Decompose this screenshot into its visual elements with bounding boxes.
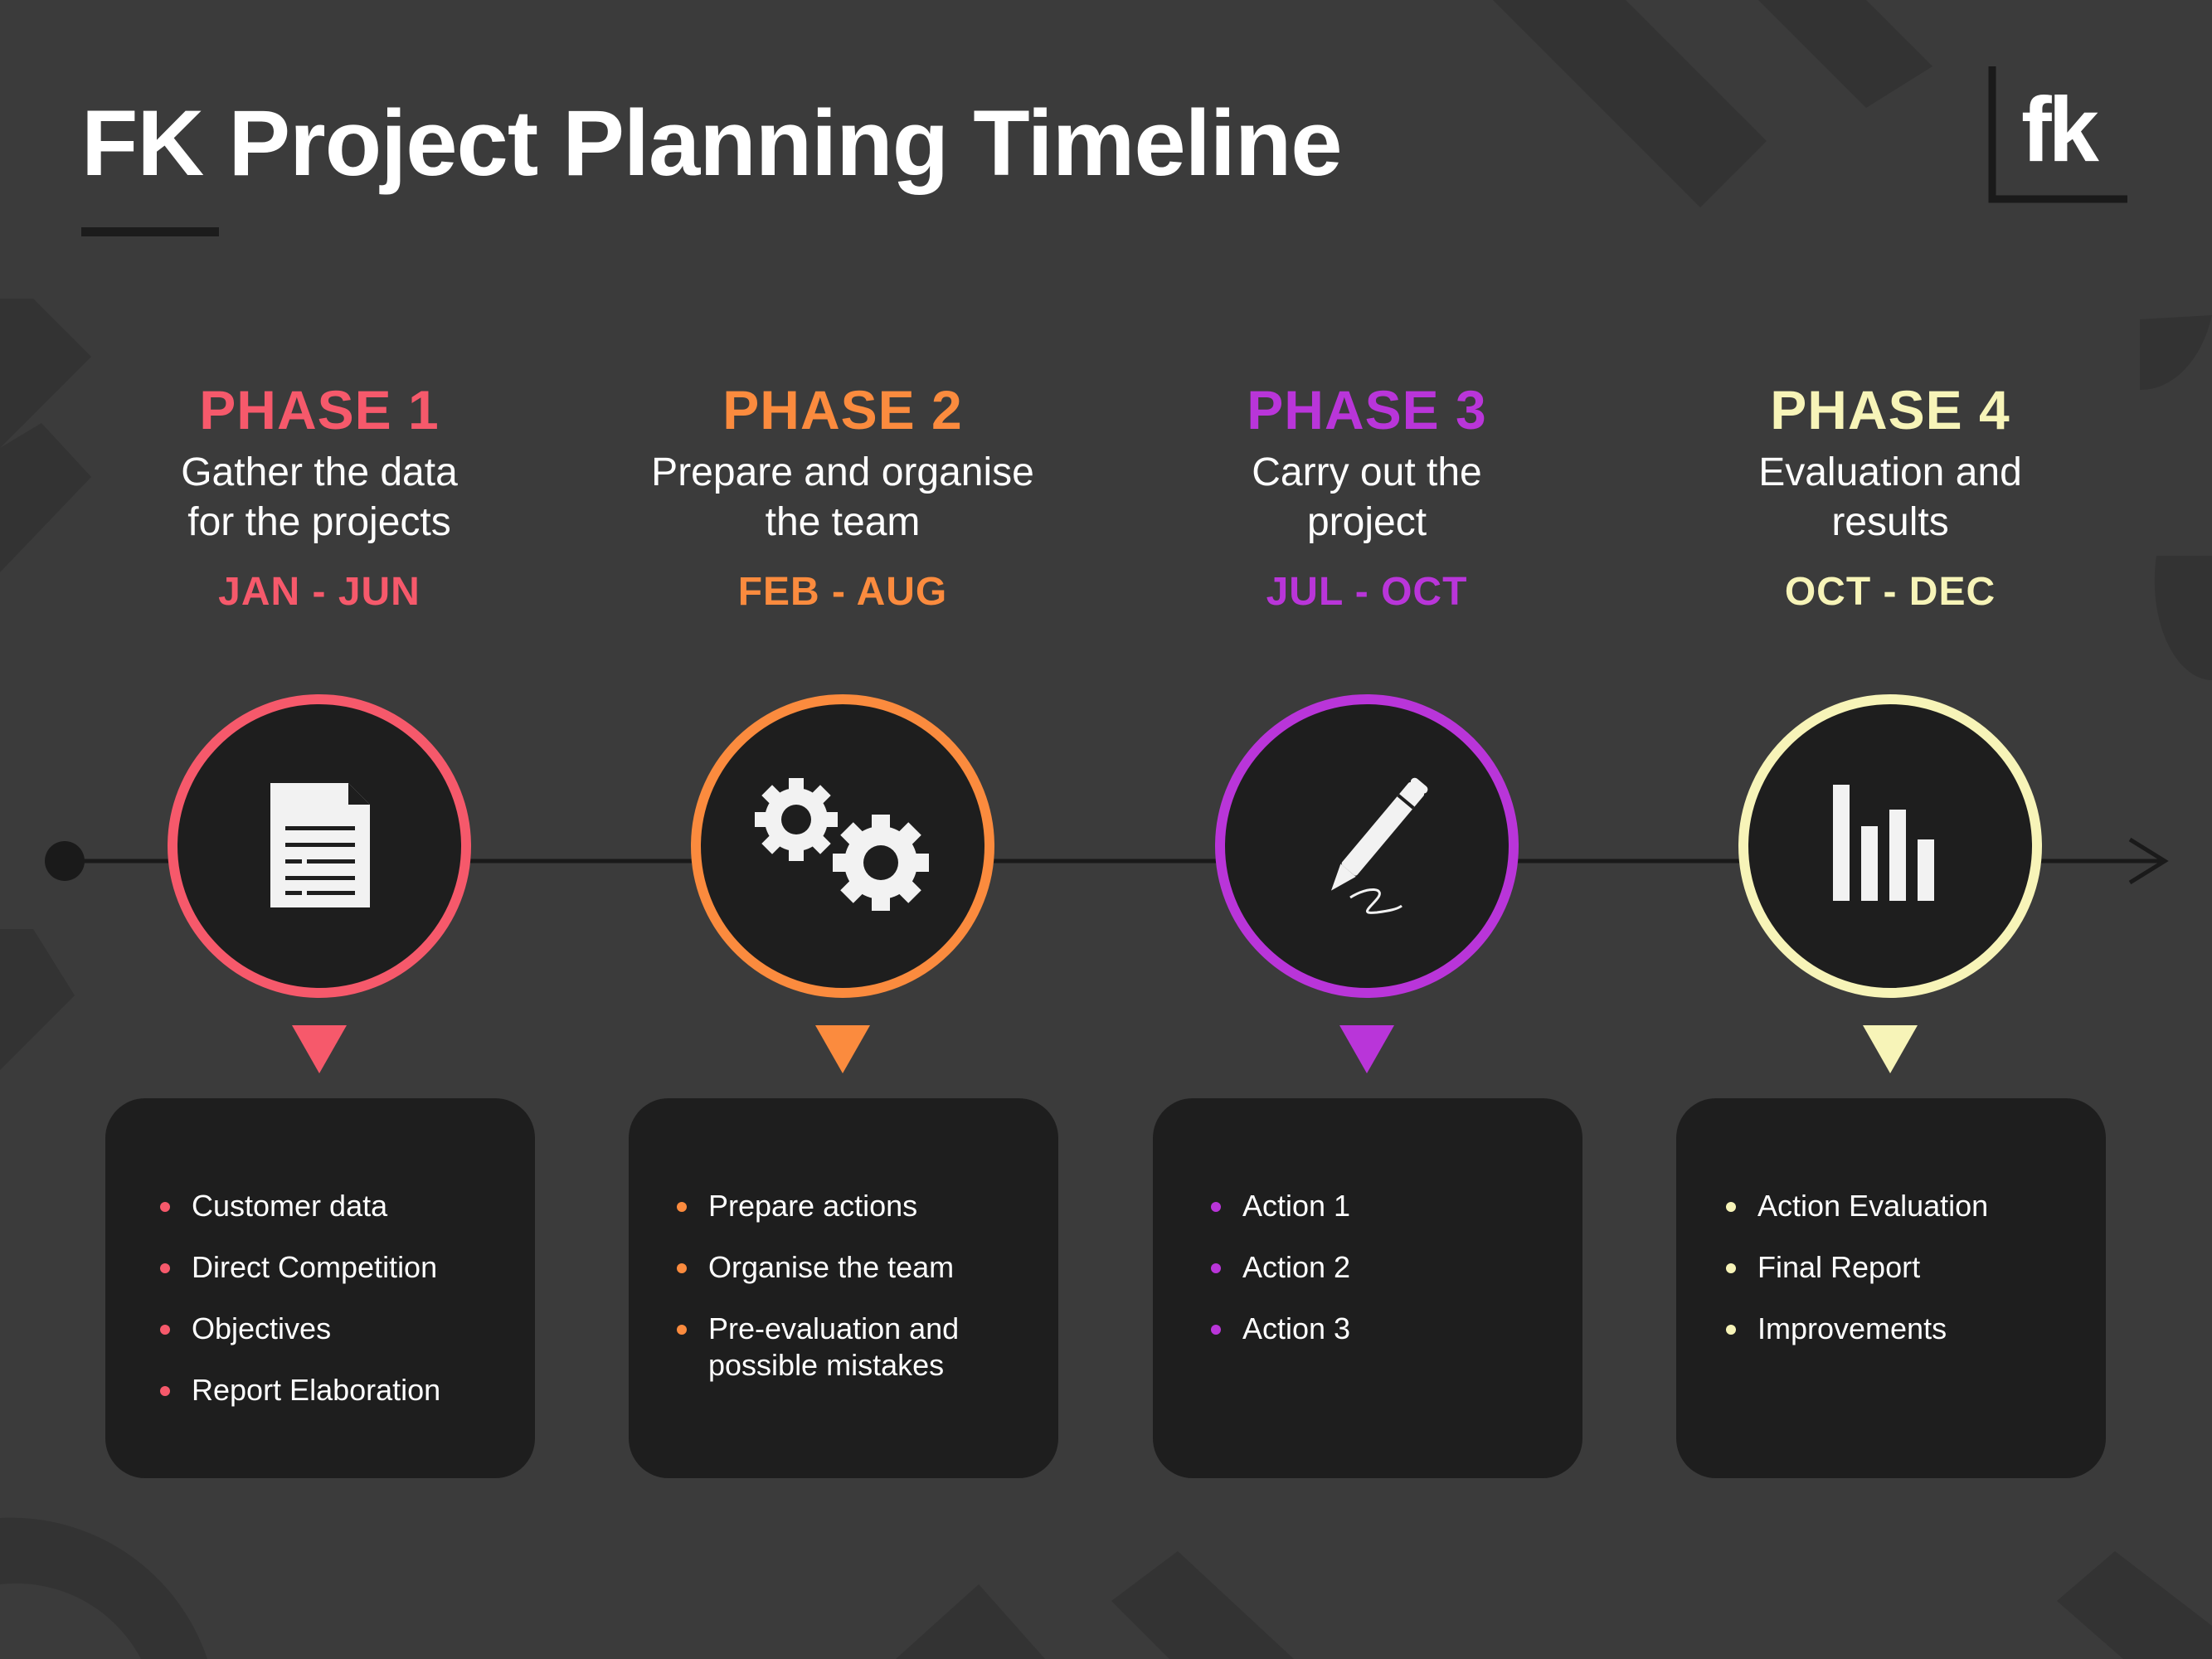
list-item-text: Pre-evaluation and possible mistakes [708,1311,960,1382]
timeline-arrow-head [2128,837,2169,885]
phase-2-description: Prepare and organise the team [594,448,1091,547]
list-item-text: Improvements [1757,1311,1947,1345]
phase-3-card: Action 1 Action 2 Action 3 [1153,1098,1582,1478]
bullet-dot [1726,1325,1736,1335]
phase-4-description: Evaluation and results [1641,448,2139,547]
phase-4-title: PHASE 4 [1770,379,2010,440]
phase-1-pointer [292,1025,347,1073]
phase-1-list: Customer data Direct Competition Objecti… [160,1188,502,1408]
bullet-dot [677,1263,687,1273]
logo-text: fk [2021,79,2099,181]
pen-signature-icon [1331,777,1428,914]
bullet-dot [160,1202,170,1212]
phase-1-description-line-2: for the projects [187,500,451,545]
list-item-text: Prepare actions [708,1189,918,1223]
list-item: Pre-evaluation and possible mistakes [677,1311,1007,1384]
bullet-dot [1211,1202,1221,1212]
phase-3-title: PHASE 3 [1247,379,1487,440]
list-item-text: Final Report [1757,1250,1921,1284]
bullet-dot [160,1263,170,1273]
list-item-text: Action 3 [1242,1311,1351,1345]
bullet-dot [160,1386,170,1396]
phase-2-header: PHASE 2 Prepare and organise the team FE… [594,377,1091,615]
phase-4-card: Action Evaluation Final Report Improveme… [1676,1098,2106,1478]
list-item: Action 1 [1211,1188,1549,1224]
phase-2-list: Prepare actions Organise the team Pre-ev… [677,1188,1025,1384]
list-item: Report Elaboration [160,1372,502,1408]
phase-3-description-line-2: project [1306,500,1427,545]
phase-2-description-line-1: Prepare and organise [651,450,1034,495]
phase-2-card: Prepare actions Organise the team Pre-ev… [629,1098,1058,1478]
list-item: Customer data [160,1188,502,1224]
phase-2-description-line-2: the team [765,500,921,545]
phase-1-date: JAN - JUN [218,570,421,615]
bullet-dot [160,1325,170,1335]
bullet-dot [1211,1325,1221,1335]
title-underline [81,227,219,236]
list-item: Direct Competition [160,1249,502,1286]
list-item-text: Report Elaboration [192,1373,441,1407]
phase-1-card: Customer data Direct Competition Objecti… [105,1098,535,1478]
phase-2-date: FEB - AUG [737,570,948,615]
phase-1-title: PHASE 1 [199,379,440,440]
list-item-text: Organise the team [708,1250,955,1284]
phase-4-pointer [1863,1025,1918,1073]
list-item-text: Direct Competition [192,1250,438,1284]
phase-1-description-line-1: Gather the data [181,450,458,495]
document-icon [270,783,370,907]
phase-4-date: OCT - DEC [1784,570,1996,615]
phase-4-description-line-1: Evaluation and [1758,450,2022,495]
list-item: Action Evaluation [1726,1188,2073,1224]
bullet-dot [677,1202,687,1212]
bullet-dot [1726,1263,1736,1273]
phase-3-pointer [1339,1025,1394,1073]
timeline-start-dot [45,841,85,881]
gears-icon [755,778,929,911]
list-item-text: Action Evaluation [1757,1189,1989,1223]
list-item: Organise the team [677,1249,1025,1286]
phase-2-title: PHASE 2 [722,379,963,440]
list-item-text: Action 1 [1242,1189,1351,1223]
list-item-text: Objectives [192,1311,332,1345]
bar-chart-icon [1833,785,1934,901]
phase-3-description-line-1: Carry out the [1252,450,1482,495]
list-item: Action 3 [1211,1311,1549,1347]
list-item: Prepare actions [677,1188,1025,1224]
phase-4-header: PHASE 4 Evaluation and results OCT - DEC [1641,377,2139,615]
list-item: Action 2 [1211,1249,1549,1286]
phase-4-description-line-2: results [1831,500,1949,545]
phase-1-header: PHASE 1 Gather the data for the projects… [70,377,568,615]
page-title: FK Project Planning Timeline [81,91,1343,195]
bullet-dot [1211,1263,1221,1273]
bullet-dot [677,1325,687,1335]
list-item: Improvements [1726,1311,2073,1347]
phase-3-description: Carry out the project [1118,448,1616,547]
phase-4-list: Action Evaluation Final Report Improveme… [1726,1188,2073,1347]
phase-2-circle [691,694,994,998]
list-item: Final Report [1726,1249,2073,1286]
phase-3-header: PHASE 3 Carry out the project JUL - OCT [1118,377,1616,615]
phase-2-pointer [815,1025,870,1073]
bullet-dot [1726,1202,1736,1212]
phase-3-list: Action 1 Action 2 Action 3 [1211,1188,1549,1347]
logo-frame [1988,66,2127,203]
list-item-text: Action 2 [1242,1250,1351,1284]
list-item-text: Customer data [192,1189,388,1223]
phase-3-date: JUL - OCT [1266,570,1468,615]
fk-logo: fk [1988,66,2129,203]
phase-1-description: Gather the data for the projects [70,448,568,547]
list-item: Objectives [160,1311,502,1347]
